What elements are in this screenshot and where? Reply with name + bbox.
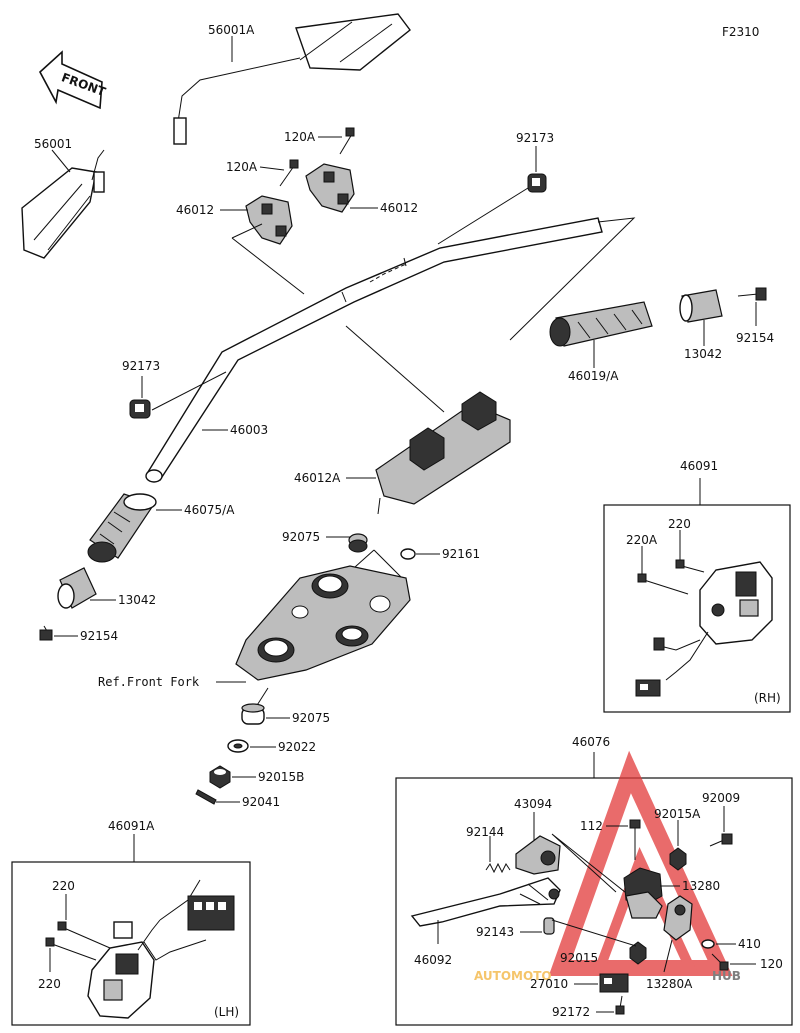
bolt-120A-b bbox=[339, 127, 355, 155]
label-92015B: 92015B bbox=[258, 770, 304, 784]
clamp-92173-top bbox=[527, 173, 547, 193]
label-92022: 92022 bbox=[278, 740, 316, 754]
label-27010: 27010 bbox=[530, 977, 568, 991]
label-92143: 92143 bbox=[476, 925, 514, 939]
label-46012A: 46012A bbox=[294, 471, 341, 485]
label-13280A: 13280A bbox=[646, 977, 693, 991]
label-92075-b: 92075 bbox=[292, 711, 330, 725]
holder-upper-left bbox=[245, 195, 293, 245]
screw-220-lh-a bbox=[57, 921, 111, 949]
label-46075A: 46075/A bbox=[184, 503, 235, 517]
nut-92015A bbox=[669, 847, 687, 871]
label-220-rh: 220 bbox=[668, 517, 691, 531]
figure-code: F2310 bbox=[722, 25, 759, 39]
weight-right bbox=[679, 289, 723, 323]
watermark-logo: AUTOMOTO HUB bbox=[474, 750, 741, 983]
screw-220A bbox=[637, 573, 689, 595]
label-92154-b: 92154 bbox=[736, 331, 774, 345]
label-92172: 92172 bbox=[552, 1005, 590, 1019]
ref-label: Ref.Front Fork bbox=[98, 675, 200, 689]
washer-410 bbox=[701, 939, 715, 949]
rh-label: (RH) bbox=[754, 691, 781, 705]
switch-rh bbox=[635, 561, 773, 697]
label-220-lh-b: 220 bbox=[38, 977, 61, 991]
screw-220-rh bbox=[675, 559, 705, 573]
bolt-92154-left bbox=[39, 625, 53, 641]
holder-lower bbox=[375, 391, 511, 515]
lh-switch-box bbox=[11, 861, 251, 1026]
mirror-right bbox=[173, 13, 411, 145]
watermark-text-auto: AUTOMOTO bbox=[474, 969, 552, 983]
screw-92172 bbox=[615, 995, 625, 1015]
holder-upper-right bbox=[305, 163, 355, 213]
label-46076: 46076 bbox=[572, 735, 610, 749]
label-13042-b: 13042 bbox=[684, 347, 722, 361]
label-120A-b: 120A bbox=[226, 160, 258, 174]
collar-92143 bbox=[543, 917, 555, 935]
label-120: 120 bbox=[760, 957, 783, 971]
label-92173-b: 92173 bbox=[122, 359, 160, 373]
front-arrow-icon: FRONT bbox=[39, 50, 108, 110]
label-92161: 92161 bbox=[442, 547, 480, 561]
label-56001: 56001 bbox=[34, 137, 72, 151]
nut-92015 bbox=[629, 941, 647, 965]
switch-lh bbox=[87, 879, 235, 1019]
cap-92161 bbox=[400, 548, 416, 560]
label-112: 112 bbox=[580, 819, 603, 833]
screw-220-lh-b bbox=[45, 937, 97, 961]
label-220-lh-a: 220 bbox=[52, 879, 75, 893]
label-56001A: 56001A bbox=[208, 23, 255, 37]
damper-92075-lower bbox=[241, 703, 265, 725]
grip-left bbox=[87, 493, 157, 563]
mirror-left bbox=[21, 149, 105, 259]
label-92009: 92009 bbox=[702, 791, 740, 805]
label-46012-b: 46012 bbox=[380, 201, 418, 215]
triple-clamp bbox=[235, 565, 411, 681]
damper-92075-upper bbox=[348, 533, 368, 553]
grip-right bbox=[549, 301, 653, 347]
bolt-92154-right bbox=[737, 287, 767, 301]
nut-92015B bbox=[209, 765, 231, 789]
label-46019A: 46019/A bbox=[568, 369, 619, 383]
bolt-112 bbox=[629, 819, 641, 860]
lever-46092 bbox=[410, 877, 561, 927]
label-13280: 13280 bbox=[682, 879, 720, 893]
screw-92009 bbox=[709, 833, 733, 847]
label-92041: 92041 bbox=[242, 795, 280, 809]
switch-27010 bbox=[599, 973, 629, 993]
switch-13280 bbox=[623, 867, 663, 919]
label-46012-a: 46012 bbox=[176, 203, 214, 217]
label-92015: 92015 bbox=[560, 951, 598, 965]
pin-92041 bbox=[195, 789, 217, 805]
label-120A-a: 120A bbox=[284, 130, 316, 144]
clamp-92173-left bbox=[129, 399, 151, 419]
lh-label: (LH) bbox=[214, 1005, 239, 1019]
watermark-text-hub: HUB bbox=[712, 969, 741, 983]
bolt-120A-a bbox=[279, 159, 299, 187]
label-410: 410 bbox=[738, 937, 761, 951]
rh-switch-box bbox=[603, 504, 791, 713]
washer-92022 bbox=[227, 739, 249, 753]
label-92015A: 92015A bbox=[654, 807, 701, 821]
label-13042-a: 13042 bbox=[118, 593, 156, 607]
bracket-43094 bbox=[515, 835, 561, 875]
label-92075-a: 92075 bbox=[282, 530, 320, 544]
screw-120 bbox=[711, 953, 729, 971]
label-46091A: 46091A bbox=[108, 819, 155, 833]
spring-92144 bbox=[485, 862, 511, 874]
label-43094: 43094 bbox=[514, 797, 552, 811]
label-92144: 92144 bbox=[466, 825, 504, 839]
bracket-13280A bbox=[663, 895, 693, 941]
label-220A: 220A bbox=[626, 533, 658, 547]
weight-left bbox=[57, 567, 97, 609]
handlebar bbox=[145, 217, 603, 483]
label-46003: 46003 bbox=[230, 423, 268, 437]
label-92154-a: 92154 bbox=[80, 629, 118, 643]
label-46091: 46091 bbox=[680, 459, 718, 473]
label-92173-a: 92173 bbox=[516, 131, 554, 145]
label-46092: 46092 bbox=[414, 953, 452, 967]
lever-box bbox=[395, 777, 793, 1026]
